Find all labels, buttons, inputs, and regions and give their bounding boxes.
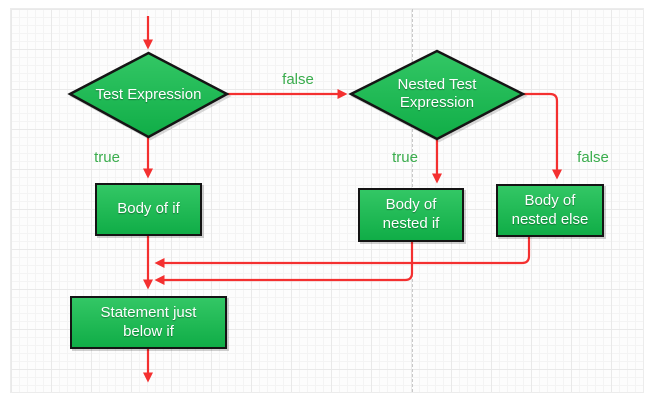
process-body-of-nested-else: Body of nested else: [496, 184, 604, 237]
process-body-of-nested-if: Body of nested if: [358, 188, 464, 242]
edge-label-test-true: true: [94, 149, 120, 166]
edge-label-nested-false: false: [577, 149, 609, 166]
process-statement-below-if: Statement just below if: [70, 296, 227, 349]
edge-label-test-false: false: [282, 71, 314, 88]
process-body-of-if: Body of if: [95, 183, 202, 236]
edge-label-nested-true: true: [392, 149, 418, 166]
